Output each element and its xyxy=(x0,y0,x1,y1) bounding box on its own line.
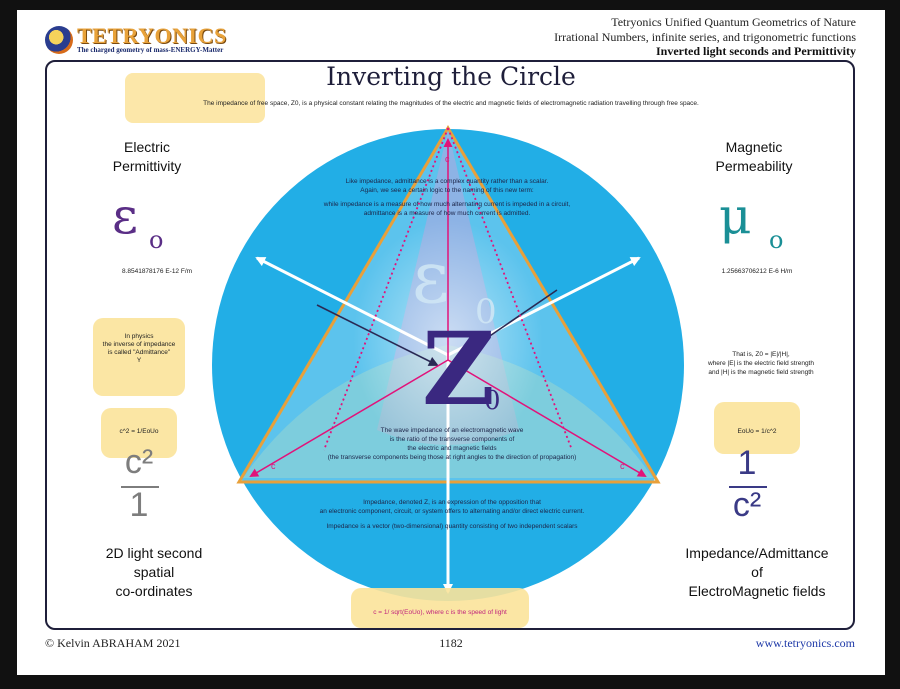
mu-title-line-1: Magnetic xyxy=(725,139,783,155)
mu-subscript: o xyxy=(769,226,784,254)
magnetic-permeability-title: Magnetic Permeability xyxy=(694,138,814,176)
c2-highlight xyxy=(101,408,177,458)
inverse-numerator: 1 xyxy=(737,444,757,482)
vector-magenta-right xyxy=(447,359,647,478)
imp-label-line: of xyxy=(751,564,763,580)
admittance-note: In physics the inverse of impedance is c… xyxy=(93,333,185,365)
c-squared-denominator: 1 xyxy=(129,486,149,524)
eouo-equation: EoUo = 1/c^2 xyxy=(737,428,777,435)
light-label-line: 2D light second xyxy=(105,545,203,561)
epsilon-symbol: ε xyxy=(112,187,138,245)
permeability-value: 1.25663706212 E-6 H/m xyxy=(721,268,793,275)
imp-line: Impedance, denoted Z, is an expression o… xyxy=(363,499,541,506)
electric-permittivity-title: Electric Permittivity xyxy=(87,138,207,176)
copyright: © Kelvin ABRAHAM 2021 xyxy=(45,636,181,650)
inverse-denominator: c² xyxy=(732,486,762,524)
inverting-circle-diagram: c c c xyxy=(212,125,684,601)
light-label-line: co-ordinates xyxy=(115,583,193,599)
eouo-highlight xyxy=(714,402,800,454)
page-number: 1182 xyxy=(439,636,463,650)
z-subscript: 0 xyxy=(484,386,501,416)
imp-label-line: ElectroMagnetic fields xyxy=(688,583,826,599)
z-note-line: That is, Z0 = |E|/|H|, xyxy=(732,351,790,358)
c-squared-numerator: c² xyxy=(124,443,154,481)
header-line-2: Irrational Numbers, infinite series, and… xyxy=(554,30,856,44)
admit-line: admittance is a measure of how much curr… xyxy=(363,210,531,217)
impedance-admittance-label: Impedance/Admittance of ElectroMagnetic … xyxy=(657,544,857,601)
arrow-white-right xyxy=(447,256,641,357)
imp-line: an electronic component, circuit, or sys… xyxy=(319,508,585,515)
c-label-left: c xyxy=(271,461,276,471)
imp-label-line: Impedance/Admittance xyxy=(685,545,829,561)
logo-text: TETRYONICS xyxy=(77,23,227,48)
wave-impedance-text: The wave impedance of an electromagnetic… xyxy=(302,426,602,462)
intro-text: The impedance of free space, Z0, is a ph… xyxy=(203,100,699,107)
website-link[interactable]: www.tetryonics.com xyxy=(755,636,855,650)
impedance-ratio-note: That is, Z0 = |E|/|H|, where |E| is the … xyxy=(687,350,835,377)
arrow-white-left xyxy=(255,256,449,357)
imp-line: Impedance is a vector (two-dimensional) … xyxy=(326,523,578,530)
vector-magenta-left xyxy=(249,359,449,478)
speed-highlight xyxy=(351,588,529,628)
z-note-line: where |E| is the electric field strength xyxy=(708,360,814,367)
eps-title-line-2: Permittivity xyxy=(112,158,182,174)
admit-line: while impedance is a measure of how much… xyxy=(323,201,571,208)
mu-symbol: μ xyxy=(719,187,752,245)
admit-line: Again, we see a certain logic to the nam… xyxy=(360,187,534,194)
c-squared-equation: c^2 = 1/EoUo xyxy=(119,428,159,435)
admit-line: Like impedance, admittance is a complex … xyxy=(345,178,549,185)
physics-highlight xyxy=(93,318,185,396)
fraction-bar xyxy=(729,486,767,488)
header-line-3: Inverted light seconds and Permittivity xyxy=(656,44,856,58)
z-symbol: Z xyxy=(422,310,495,428)
z-note-line: and |H| is the magnetic field strength xyxy=(708,369,814,376)
page: TETRYONICS The charged geometry of mass-… xyxy=(17,10,885,675)
light-label-line: spatial xyxy=(133,564,175,580)
tetryonics-logo-icon xyxy=(45,26,73,54)
admittance-text: Like impedance, admittance is a complex … xyxy=(297,177,597,218)
light-second-label: 2D light second spatial co-ordinates xyxy=(64,544,244,601)
admittance-note-line: the inverse of impedance xyxy=(102,341,176,348)
wave-line: the electric and magnetic fields xyxy=(407,445,497,452)
arrow-dark-right xyxy=(460,289,558,357)
wave-line: (the transverse components being those a… xyxy=(327,454,577,461)
epsilon-watermark-subscript: 0 xyxy=(475,292,497,332)
epsilon-subscript: o xyxy=(149,226,164,254)
admittance-note-line: Y xyxy=(136,357,142,364)
content-frame xyxy=(45,60,855,630)
impedance-text: Impedance, denoted Z, is an expression o… xyxy=(287,498,617,531)
permittivity-value: 8.8541878176 E-12 F/m xyxy=(121,268,193,275)
c-label-top: c xyxy=(445,154,450,164)
intro-highlight xyxy=(125,73,265,123)
eps-title-line-1: Electric xyxy=(124,139,170,155)
speed-of-light-equation: c = 1/ sqrt(EoUo), where c is the speed … xyxy=(373,609,507,616)
epsilon-watermark: ε xyxy=(412,235,450,319)
wave-line: is the ratio of the transverse component… xyxy=(389,436,515,443)
wave-line: The wave impedance of an electromagnetic… xyxy=(380,427,524,434)
arrow-dark-left xyxy=(316,304,439,366)
c-label-right: c xyxy=(620,461,625,471)
fraction-bar xyxy=(121,486,159,488)
admittance-note-line: In physics xyxy=(124,333,154,340)
mu-title-line-2: Permeability xyxy=(715,158,793,174)
admittance-note-line: is called "Admittance" xyxy=(107,349,171,356)
header-line-1: Tetryonics Unified Quantum Geometrics of… xyxy=(611,15,856,29)
logo-tagline: The charged geometry of mass-ENERGY-Matt… xyxy=(77,46,224,54)
page-title: Inverting the Circle xyxy=(326,62,576,91)
